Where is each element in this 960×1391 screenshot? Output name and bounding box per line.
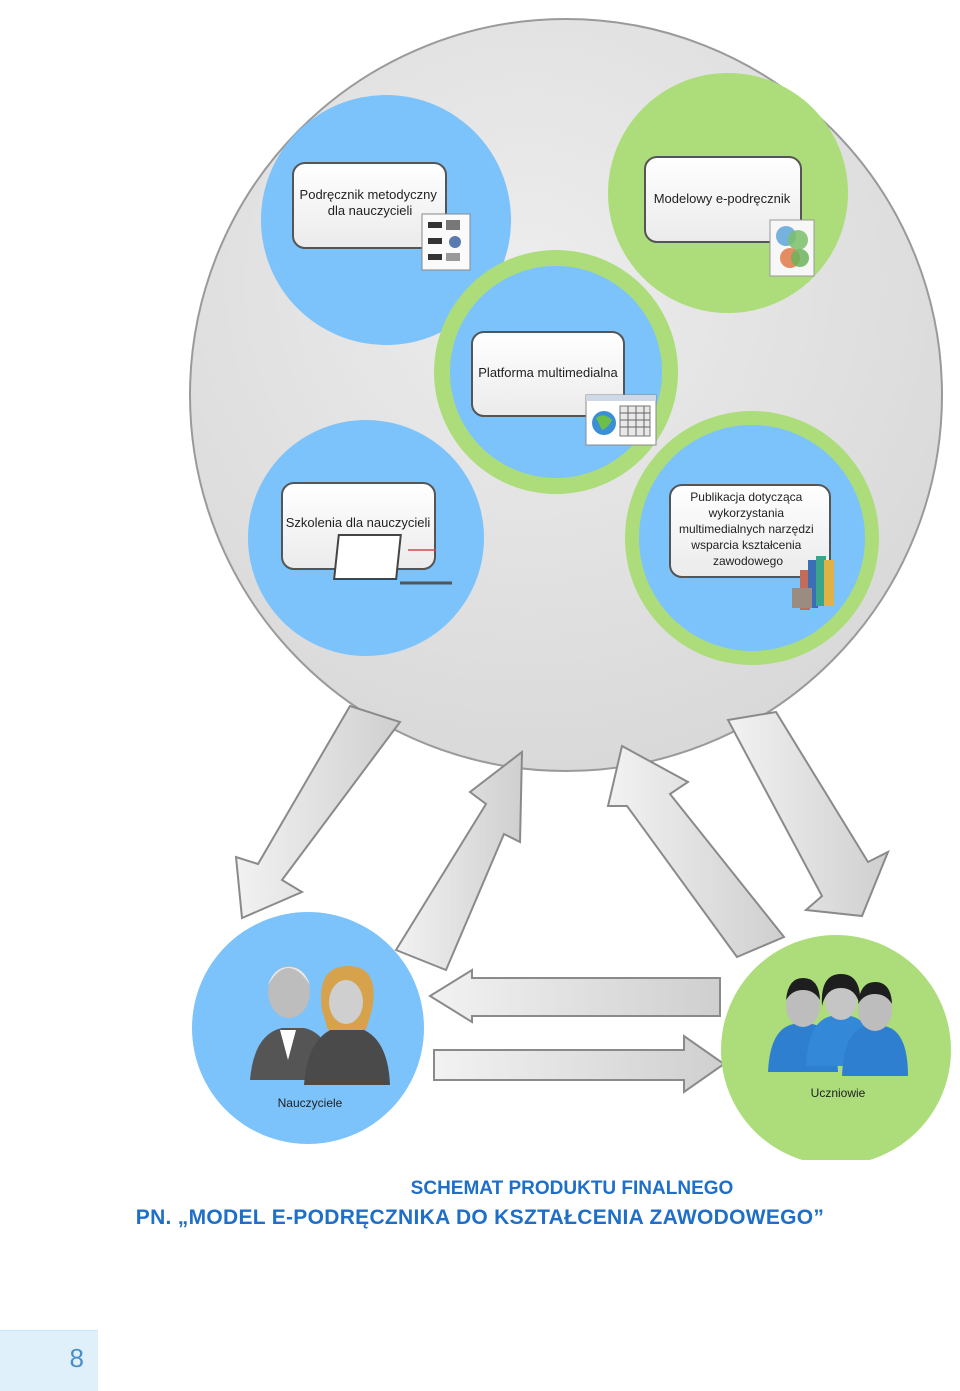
node-modelowy: Modelowy e-podręcznik: [608, 73, 848, 313]
svg-text:Modelowy e-podręcznik: Modelowy e-podręcznik: [654, 191, 791, 206]
node-teachers: Nauczyciele: [192, 912, 424, 1144]
svg-text:Szkolenia dla nauczycieli: Szkolenia dla nauczycieli: [286, 515, 431, 530]
page-number: 8: [69, 1343, 84, 1373]
caption-title: SCHEMAT PRODUKTU FINALNEGO: [410, 1178, 734, 1199]
document-icon: [421, 213, 471, 271]
node-publikacja: Publikacja dotycząca wykorzystania multi…: [625, 411, 879, 665]
teachers-label: Nauczyciele: [278, 1096, 343, 1110]
box-label-line: Podręcznik metodyczny: [300, 187, 438, 202]
node-students: Uczniowie: [721, 935, 951, 1160]
arrow-to-students: [726, 710, 890, 918]
box-label-line: Publikacja dotycząca: [690, 490, 802, 504]
web-browser-icon: [585, 394, 657, 446]
box-label-line: wsparcia kształcenia: [690, 538, 801, 552]
box-label-line: wykorzystania: [708, 506, 785, 520]
box-label-line: Platforma multimedialna: [478, 365, 618, 380]
arrow-students-to-teachers: [428, 968, 721, 1024]
arrow-from-teachers: [394, 749, 524, 972]
box-label-line: multimedialnych narzędzi: [679, 522, 814, 536]
arrow-teachers-to-students: [433, 1034, 726, 1094]
svg-text:Publikacja dotycząca wyk: Publikacja dotycząca wykorzystania multi…: [679, 490, 817, 568]
caption-subtitle: PN. „MODEL E-PODRĘCZNIKA DO KSZTAŁCENIA …: [135, 1206, 825, 1229]
product-schema-diagram: Podręcznik metodyczny dla nauczycieli Mo…: [189, 18, 951, 1160]
books-icon: [792, 556, 834, 610]
box-label-line: Szkolenia dla nauczycieli: [286, 515, 431, 530]
venn-document-icon: [769, 219, 815, 277]
box-label-line: dla nauczycieli: [328, 203, 413, 218]
svg-text:Platforma multimedialna: Platforma multimedialna: [478, 365, 618, 380]
svg-text:Podręcznik metodyczny dl: Podręcznik metodyczny dla nauczycieli: [300, 187, 441, 218]
students-icon: [768, 974, 908, 1076]
node-podrecznik: Podręcznik metodyczny dla nauczycieli: [261, 95, 511, 345]
arrow-to-teachers: [234, 704, 402, 920]
box-label-line: Modelowy e-podręcznik: [654, 191, 791, 206]
students-label: Uczniowie: [811, 1086, 866, 1100]
arrow-from-students: [606, 744, 786, 959]
page-number-box: [0, 1330, 98, 1391]
teachers-icon: [250, 966, 390, 1085]
whiteboard-icon: [333, 534, 452, 585]
box-label-line: zawodowego: [713, 554, 783, 568]
node-platforma: Platforma multimedialna: [434, 250, 678, 494]
node-szkolenia: Szkolenia dla nauczycieli: [248, 420, 484, 656]
